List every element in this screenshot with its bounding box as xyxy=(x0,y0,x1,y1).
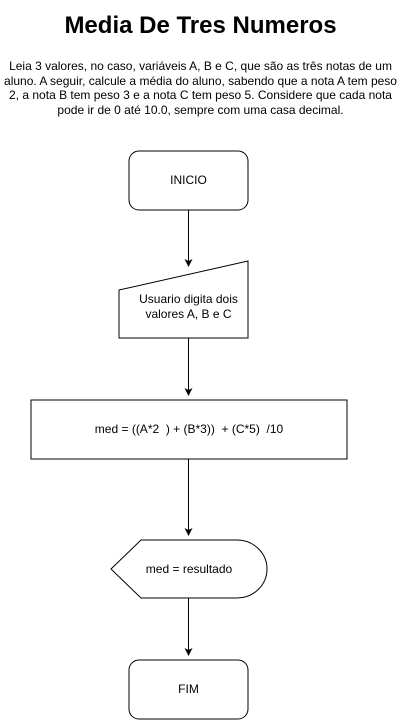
end-node: FIM xyxy=(128,659,249,720)
process-node: med = ((A*2 ) + (B*3)) + (C*5) /10 xyxy=(30,399,348,460)
end-label: FIM xyxy=(178,682,199,696)
start-label: INICIO xyxy=(170,173,207,187)
start-node: INICIO xyxy=(128,150,249,211)
problem-description: Leia 3 valores, no caso, variáveis A, B … xyxy=(4,59,397,117)
input-label-line2: valores A, B e C xyxy=(145,307,231,321)
page-title: Media De Tres Numeros xyxy=(64,12,337,39)
input-node: Usuario digita dois valores A, B e C xyxy=(118,260,249,339)
input-label-line1: Usuario digita dois xyxy=(139,292,238,306)
output-node: med = resultado xyxy=(110,539,268,599)
process-label: med = ((A*2 ) + (B*3)) + (C*5) /10 xyxy=(95,422,284,436)
output-label: med = resultado xyxy=(146,562,233,576)
